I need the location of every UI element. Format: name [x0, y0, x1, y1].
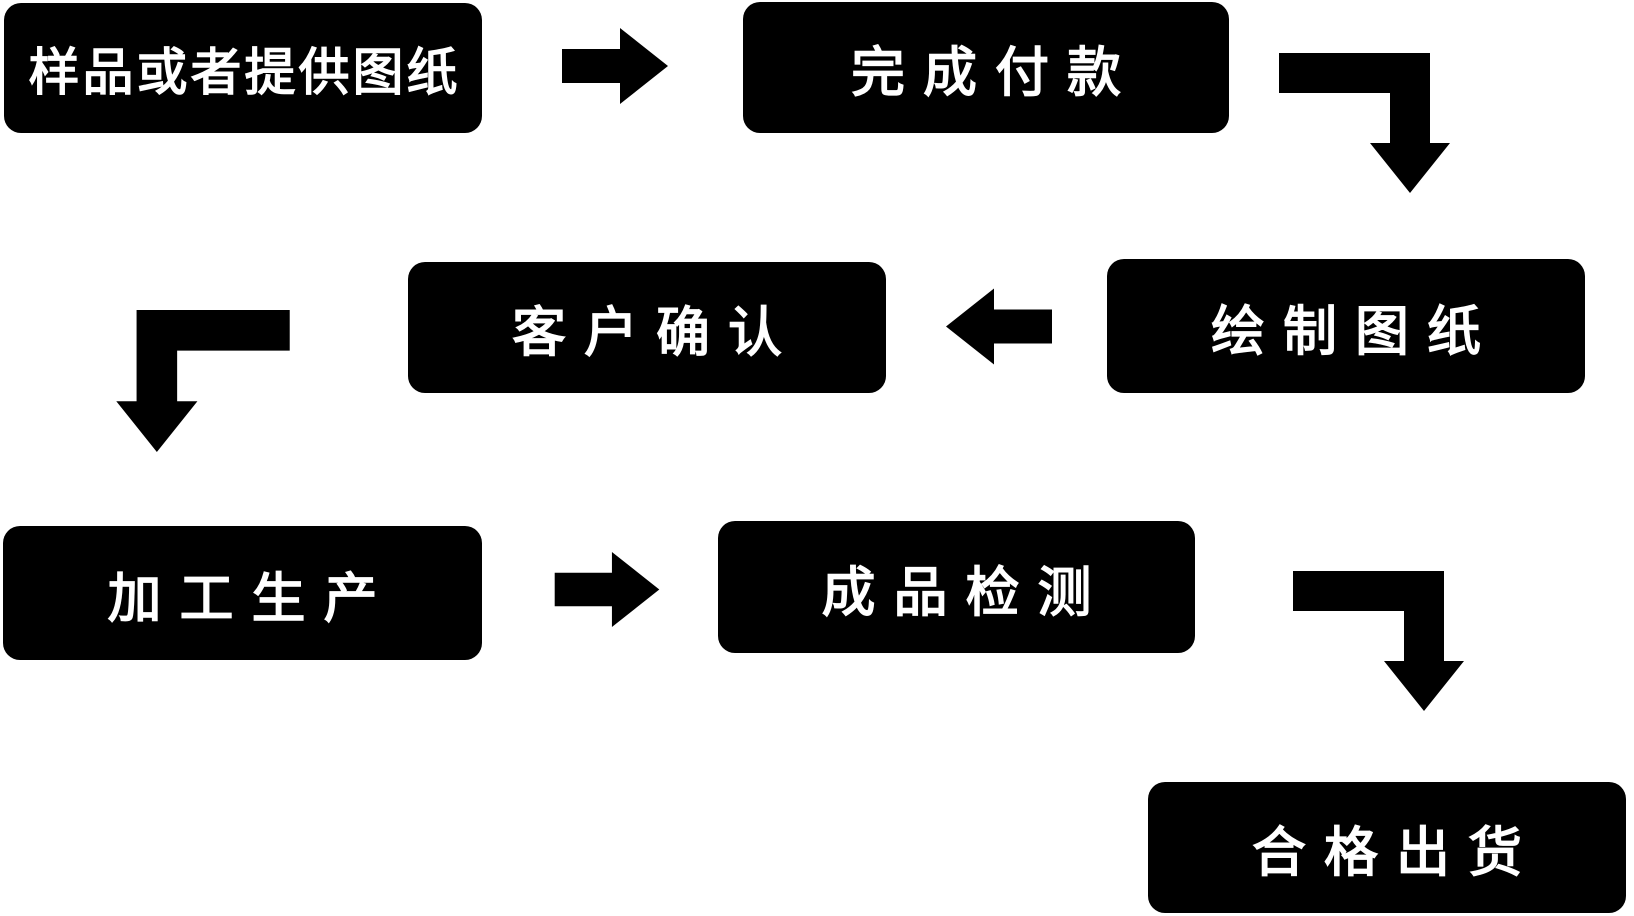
arrow-right-icon	[554, 552, 660, 627]
flow-node-label: 绘制图纸	[1211, 301, 1499, 362]
flow-node-label: 成品检测	[821, 562, 1110, 623]
arrow-right-icon	[562, 28, 668, 104]
flow-node-label: 合格出货	[1252, 823, 1540, 883]
elbow-arrow-down-right-icon	[1293, 571, 1465, 711]
flow-node-label: 加工生产	[107, 568, 396, 629]
flow-node-draw-drawings: 绘制图纸	[1107, 259, 1585, 393]
flow-node-label: 客户确认	[512, 303, 800, 363]
flow-node-sample-or-drawing: 样品或者提供图纸	[4, 3, 482, 133]
flow-node-label: 完成付款	[851, 43, 1139, 103]
flow-node-label: 样品或者提供图纸	[28, 44, 461, 101]
elbow-arrow-down-left-icon	[115, 310, 290, 452]
flow-node-product-inspection: 成品检测	[718, 521, 1195, 653]
flow-node-processing-production: 加工生产	[3, 526, 482, 660]
flow-node-qualified-shipment: 合格出货	[1148, 782, 1626, 913]
elbow-arrow-down-right-icon	[1279, 53, 1451, 193]
arrow-left-icon	[946, 288, 1052, 365]
flow-node-complete-payment: 完成付款	[743, 2, 1229, 133]
flow-node-customer-confirm: 客户确认	[408, 262, 886, 393]
